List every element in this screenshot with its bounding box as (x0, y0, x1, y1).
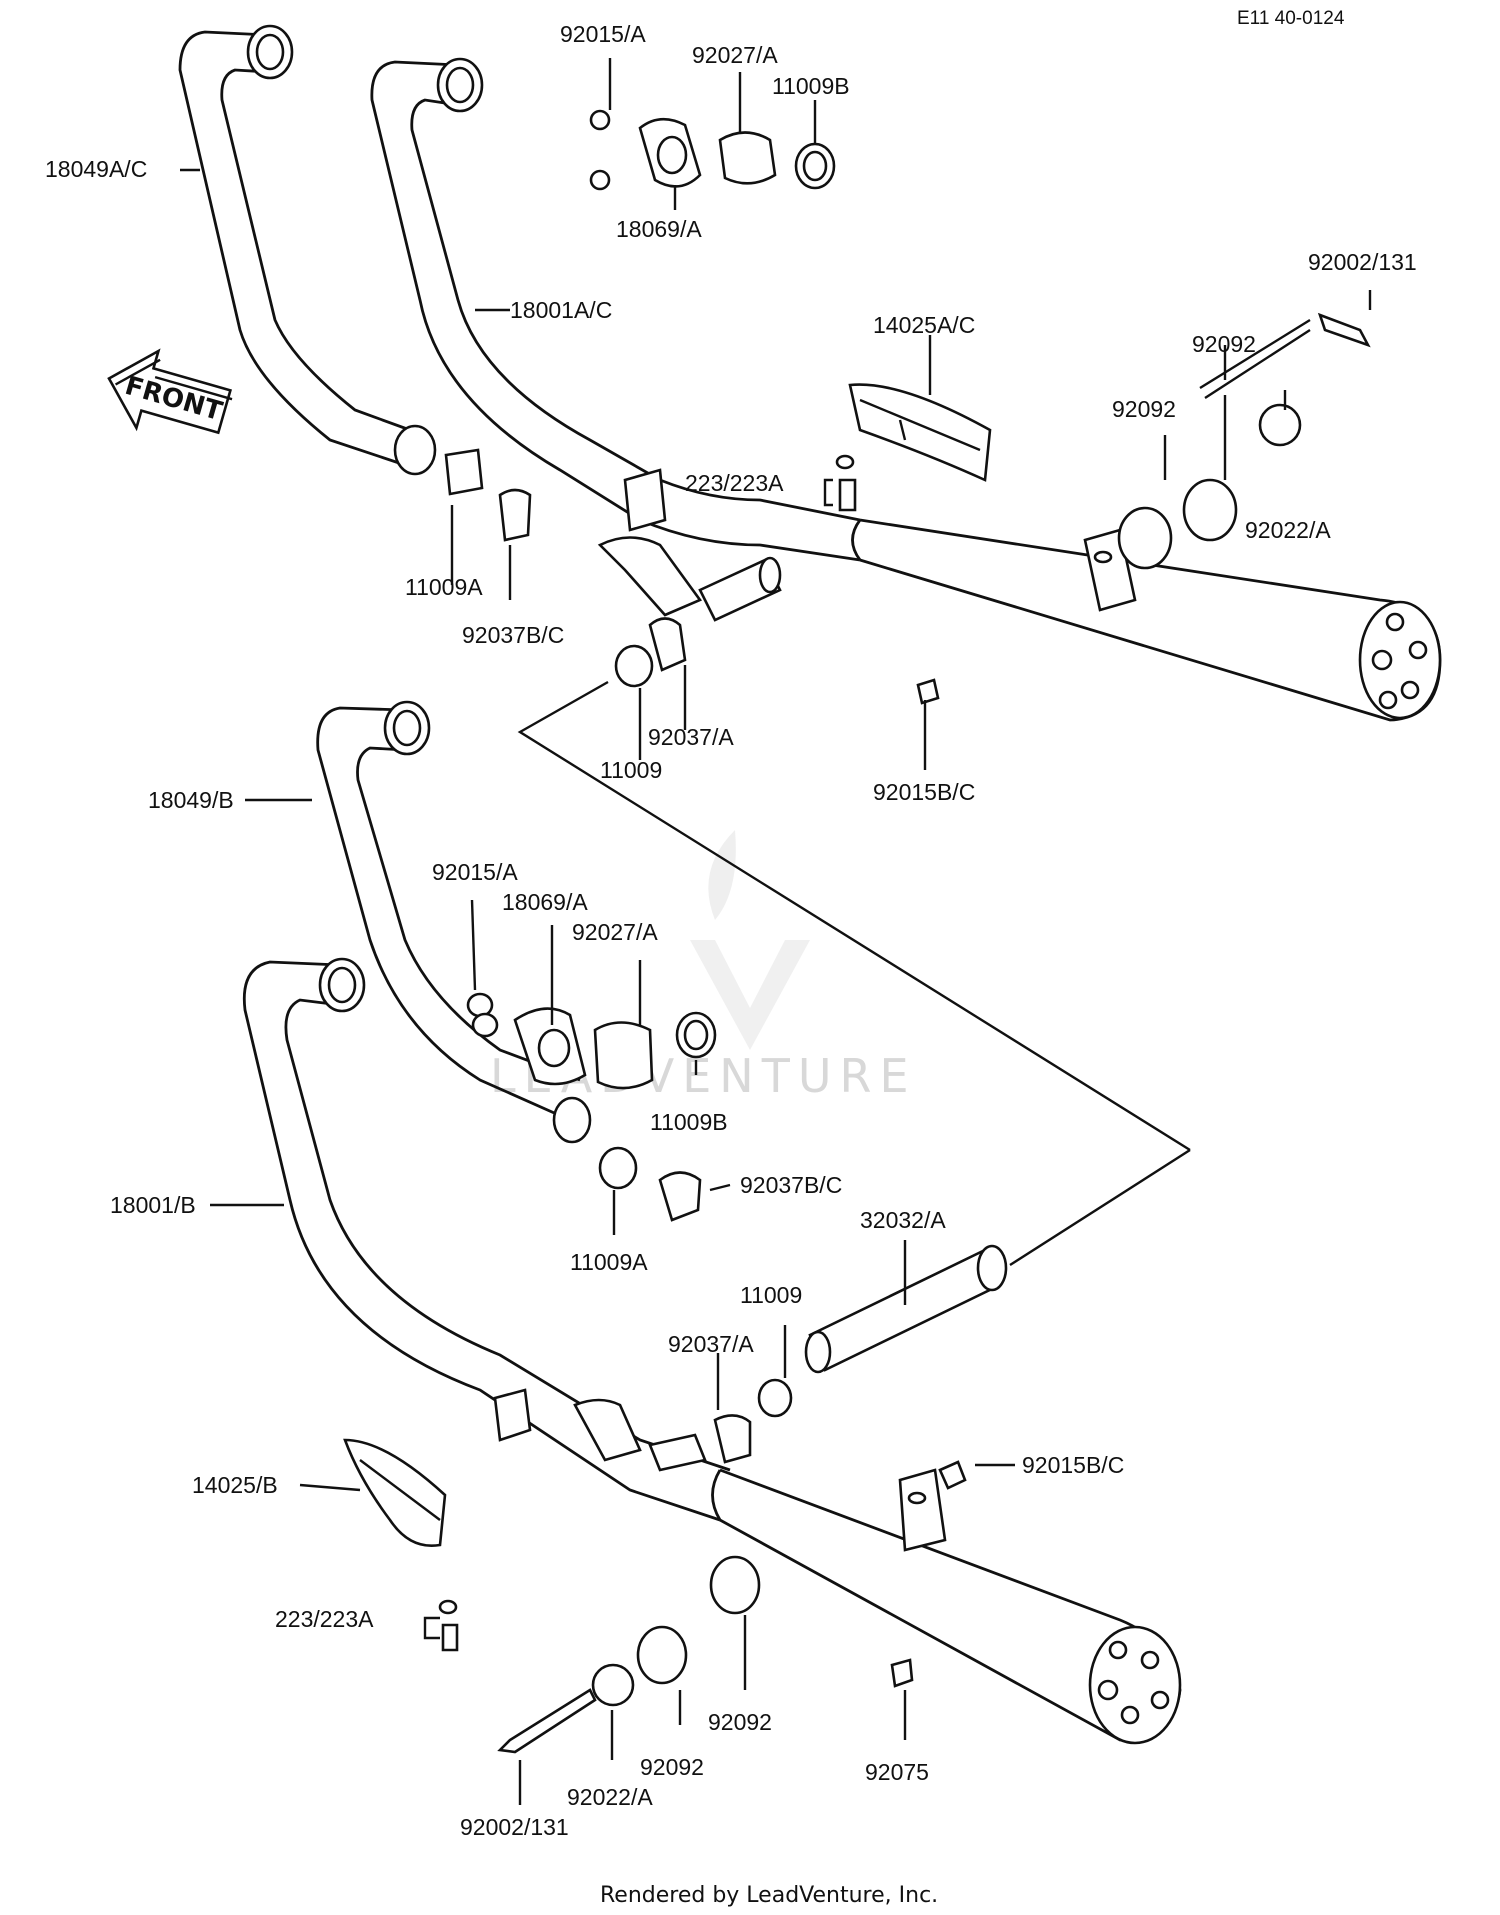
watermark-logo (690, 830, 810, 1050)
label-92037BC-lower: 92037B/C (740, 1172, 842, 1198)
label-92027A-upper: 92027/A (692, 42, 778, 68)
heat-guard-14025B (343, 1438, 447, 1548)
lower-small-parts (438, 1146, 967, 1754)
label-14025AC: 14025A/C (873, 312, 975, 338)
front-arrow: FRONT (107, 348, 233, 435)
label-92092-lower-a: 92092 (708, 1709, 772, 1735)
label-223-223A-lower: 223/223A (275, 1606, 374, 1632)
label-92037BC-upper: 92037B/C (462, 622, 564, 648)
label-92015A-lower: 92015/A (432, 859, 518, 885)
label-92075: 92075 (865, 1759, 929, 1785)
label-92015A-upper: 92015/A (560, 21, 646, 47)
muffler-upper (851, 518, 1442, 722)
label-92092-upper-a: 92092 (1192, 331, 1256, 357)
diagram-code: E11 40-0124 (1237, 8, 1345, 29)
label-92092-lower-b: 92092 (640, 1754, 704, 1780)
label-11009A-lower: 11009A (570, 1249, 648, 1275)
label-92037A-lower: 92037/A (668, 1331, 754, 1357)
label-18069A-lower: 18069/A (502, 889, 588, 915)
upper-small-parts (444, 312, 1371, 705)
flange-set-lower (466, 992, 717, 1090)
label-11009-lower: 11009 (740, 1282, 802, 1308)
label-223-223A-upper: 223/223A (685, 470, 784, 496)
exhaust-pipe-18049AC (178, 24, 437, 476)
assembly-line-right (1009, 1148, 1191, 1267)
flange-set-upper (589, 109, 836, 191)
muffler-lower (711, 1468, 1182, 1745)
footer-credit: Rendered by LeadVenture, Inc. (600, 1883, 938, 1908)
label-18069A-upper: 18069/A (616, 216, 702, 242)
label-92027A-lower: 92027/A (572, 919, 658, 945)
label-11009A-upper: 11009A (405, 574, 483, 600)
label-92092-upper-b: 92092 (1112, 396, 1176, 422)
label-18001AC: 18001A/C (510, 297, 612, 323)
connector-upper (597, 536, 782, 622)
label-18049AC: 18049A/C (45, 156, 147, 182)
label-92022A-lower: 92022/A (567, 1784, 653, 1810)
part-labels: 92015/A 92027/A 11009B 18049A/C 18069/A … (45, 21, 1417, 1840)
label-11009B-lower: 11009B (650, 1109, 728, 1135)
label-92002-131-upper: 92002/131 (1308, 249, 1417, 275)
connector-pipe-32032A (804, 1244, 1008, 1374)
exhaust-pipe-18001AC (370, 57, 861, 562)
heat-guard-14025AC (848, 383, 992, 482)
label-18001B: 18001/B (110, 1192, 196, 1218)
label-92037A-upper: 92037/A (648, 724, 734, 750)
assembly-line-left (517, 680, 1191, 1152)
label-92002-131-lower: 92002/131 (460, 1814, 569, 1840)
leader-lines (180, 58, 1372, 1805)
label-11009-upper: 11009 (600, 757, 662, 783)
label-92015BC-lower: 92015B/C (1022, 1452, 1124, 1478)
label-11009B-upper: 11009B (772, 73, 850, 99)
label-32032A: 32032/A (860, 1207, 946, 1233)
label-14025B: 14025/B (192, 1472, 278, 1498)
label-18049B: 18049/B (148, 787, 234, 813)
exhaust-pipe-18001B (242, 957, 731, 1522)
label-92022A-upper: 92022/A (1245, 517, 1331, 543)
label-92015BC-upper: 92015B/C (873, 779, 975, 805)
